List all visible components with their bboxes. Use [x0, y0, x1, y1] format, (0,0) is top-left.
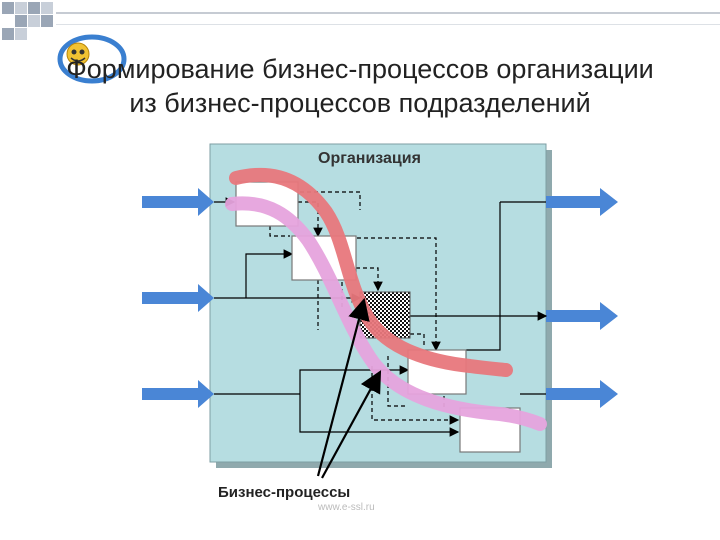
output-arrow-2 — [546, 302, 618, 330]
output-arrow-1 — [546, 188, 618, 216]
organization-label: Организация — [318, 150, 421, 167]
smiley-logo-icon — [57, 34, 127, 84]
watermark: www.e-ssl.ru — [318, 502, 375, 513]
input-arrows — [142, 188, 214, 408]
output-arrows — [546, 188, 618, 408]
business-process-pink-path — [225, 196, 547, 431]
label-pointers — [316, 297, 382, 479]
title-line-1: Формирование бизнес-процессов организаци… — [66, 54, 654, 84]
input-arrow-2 — [142, 284, 214, 312]
output-arrow-3 — [546, 380, 618, 408]
input-arrow-1 — [142, 188, 214, 216]
page-title: Формирование бизнес-процессов организаци… — [0, 52, 720, 120]
title-line-2: из бизнес-процессов подразделений — [129, 88, 591, 118]
input-arrow-3 — [142, 380, 214, 408]
business-processes-label: Бизнес-процессы — [218, 484, 351, 501]
header-decoration — [2, 2, 720, 40]
